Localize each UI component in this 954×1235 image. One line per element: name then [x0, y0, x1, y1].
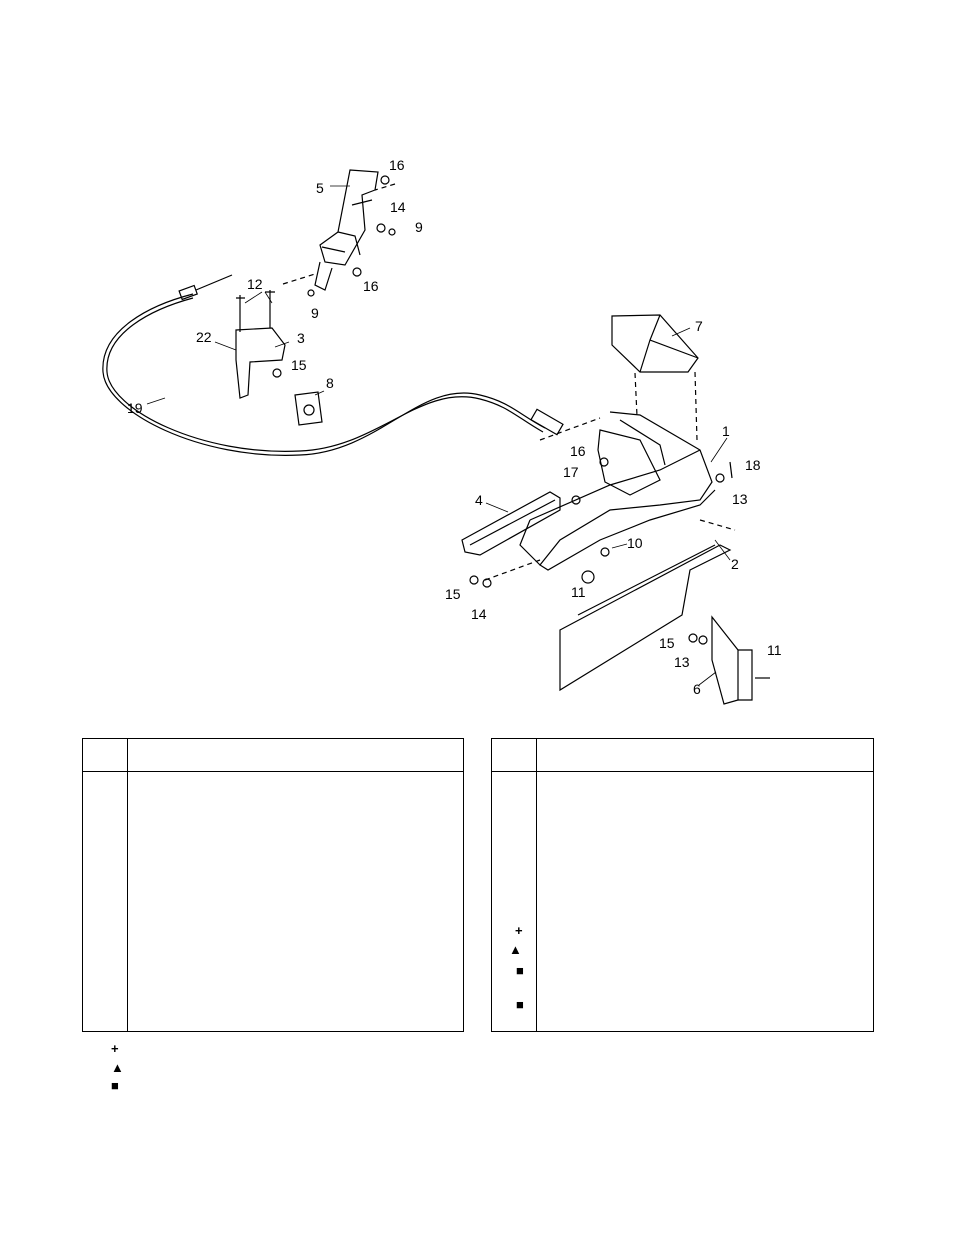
callout-13b: 13 — [674, 654, 690, 670]
washer-14a — [376, 223, 386, 233]
triangle-symbol: ▲ — [509, 942, 522, 957]
nut-15c — [688, 633, 698, 643]
callout-3: 3 — [297, 330, 305, 346]
callout-15a: 15 — [291, 357, 307, 373]
parts-table-right-header — [492, 739, 873, 772]
callout-12: 12 — [247, 276, 263, 292]
callout-14a: 14 — [390, 199, 406, 215]
nut-16c — [599, 457, 609, 467]
footnote-square-symbol: ■ — [111, 1078, 119, 1093]
spacer-block — [294, 391, 323, 426]
main-frame — [539, 411, 716, 571]
callout-5: 5 — [316, 180, 324, 196]
callout-9a: 9 — [415, 219, 423, 235]
callout-10: 10 — [627, 535, 643, 551]
cover — [611, 314, 699, 373]
callout-14b: 14 — [471, 606, 487, 622]
callout-19: 19 — [127, 400, 143, 416]
nut-17 — [571, 495, 581, 505]
callout-18: 18 — [745, 457, 761, 473]
pedal-bracket — [319, 169, 379, 266]
plate — [559, 544, 732, 692]
washer-13a — [715, 473, 725, 483]
callout-16a: 16 — [389, 157, 405, 173]
callout-16b: 16 — [363, 278, 379, 294]
callout-16c: 16 — [570, 443, 586, 459]
parts-table-right: + ▲ ■ ■ — [491, 738, 874, 1032]
nut-15b — [469, 575, 479, 585]
cable-end-fitting — [178, 284, 198, 301]
slide-bar — [461, 491, 561, 556]
callout-6: 6 — [693, 681, 701, 697]
washer-13b — [698, 635, 708, 645]
parts-table-left-header — [83, 739, 463, 772]
nut-16b — [352, 267, 362, 277]
nut-16a — [380, 175, 390, 185]
callout-13a: 13 — [732, 491, 748, 507]
callout-15c: 15 — [659, 635, 675, 651]
footnote-triangle-symbol: ▲ — [111, 1060, 124, 1075]
footnote-plus-symbol: + — [111, 1041, 119, 1056]
callout-11a: 11 — [571, 584, 586, 600]
callout-8: 8 — [326, 375, 334, 391]
side-bracket — [711, 615, 739, 705]
washer-14b — [482, 578, 492, 588]
callout-17: 17 — [563, 464, 579, 480]
pin-18 — [729, 461, 733, 479]
square-symbol: ■ — [516, 997, 524, 1012]
callout-2: 2 — [731, 556, 739, 572]
callout-4: 4 — [475, 492, 483, 508]
cable-bracket — [235, 327, 286, 399]
parts-table-left-column-divider — [127, 739, 128, 1031]
parts-table-right-column-divider — [536, 739, 537, 1031]
callout-1: 1 — [722, 423, 730, 439]
callout-15b: 15 — [445, 586, 461, 602]
cable — [102, 293, 546, 456]
parts-table-left — [82, 738, 464, 1032]
plus-symbol: + — [515, 923, 523, 938]
callout-9b: 9 — [311, 305, 319, 321]
parts-diagram: 1 2 3 4 5 6 7 8 9 9 10 11 11 12 13 13 14… — [102, 157, 782, 705]
callout-22: 22 — [196, 329, 212, 345]
callout-11b: 11 — [767, 642, 782, 658]
callout-7: 7 — [695, 318, 703, 334]
nut-15a — [272, 368, 282, 378]
square-symbol: ■ — [516, 963, 524, 978]
